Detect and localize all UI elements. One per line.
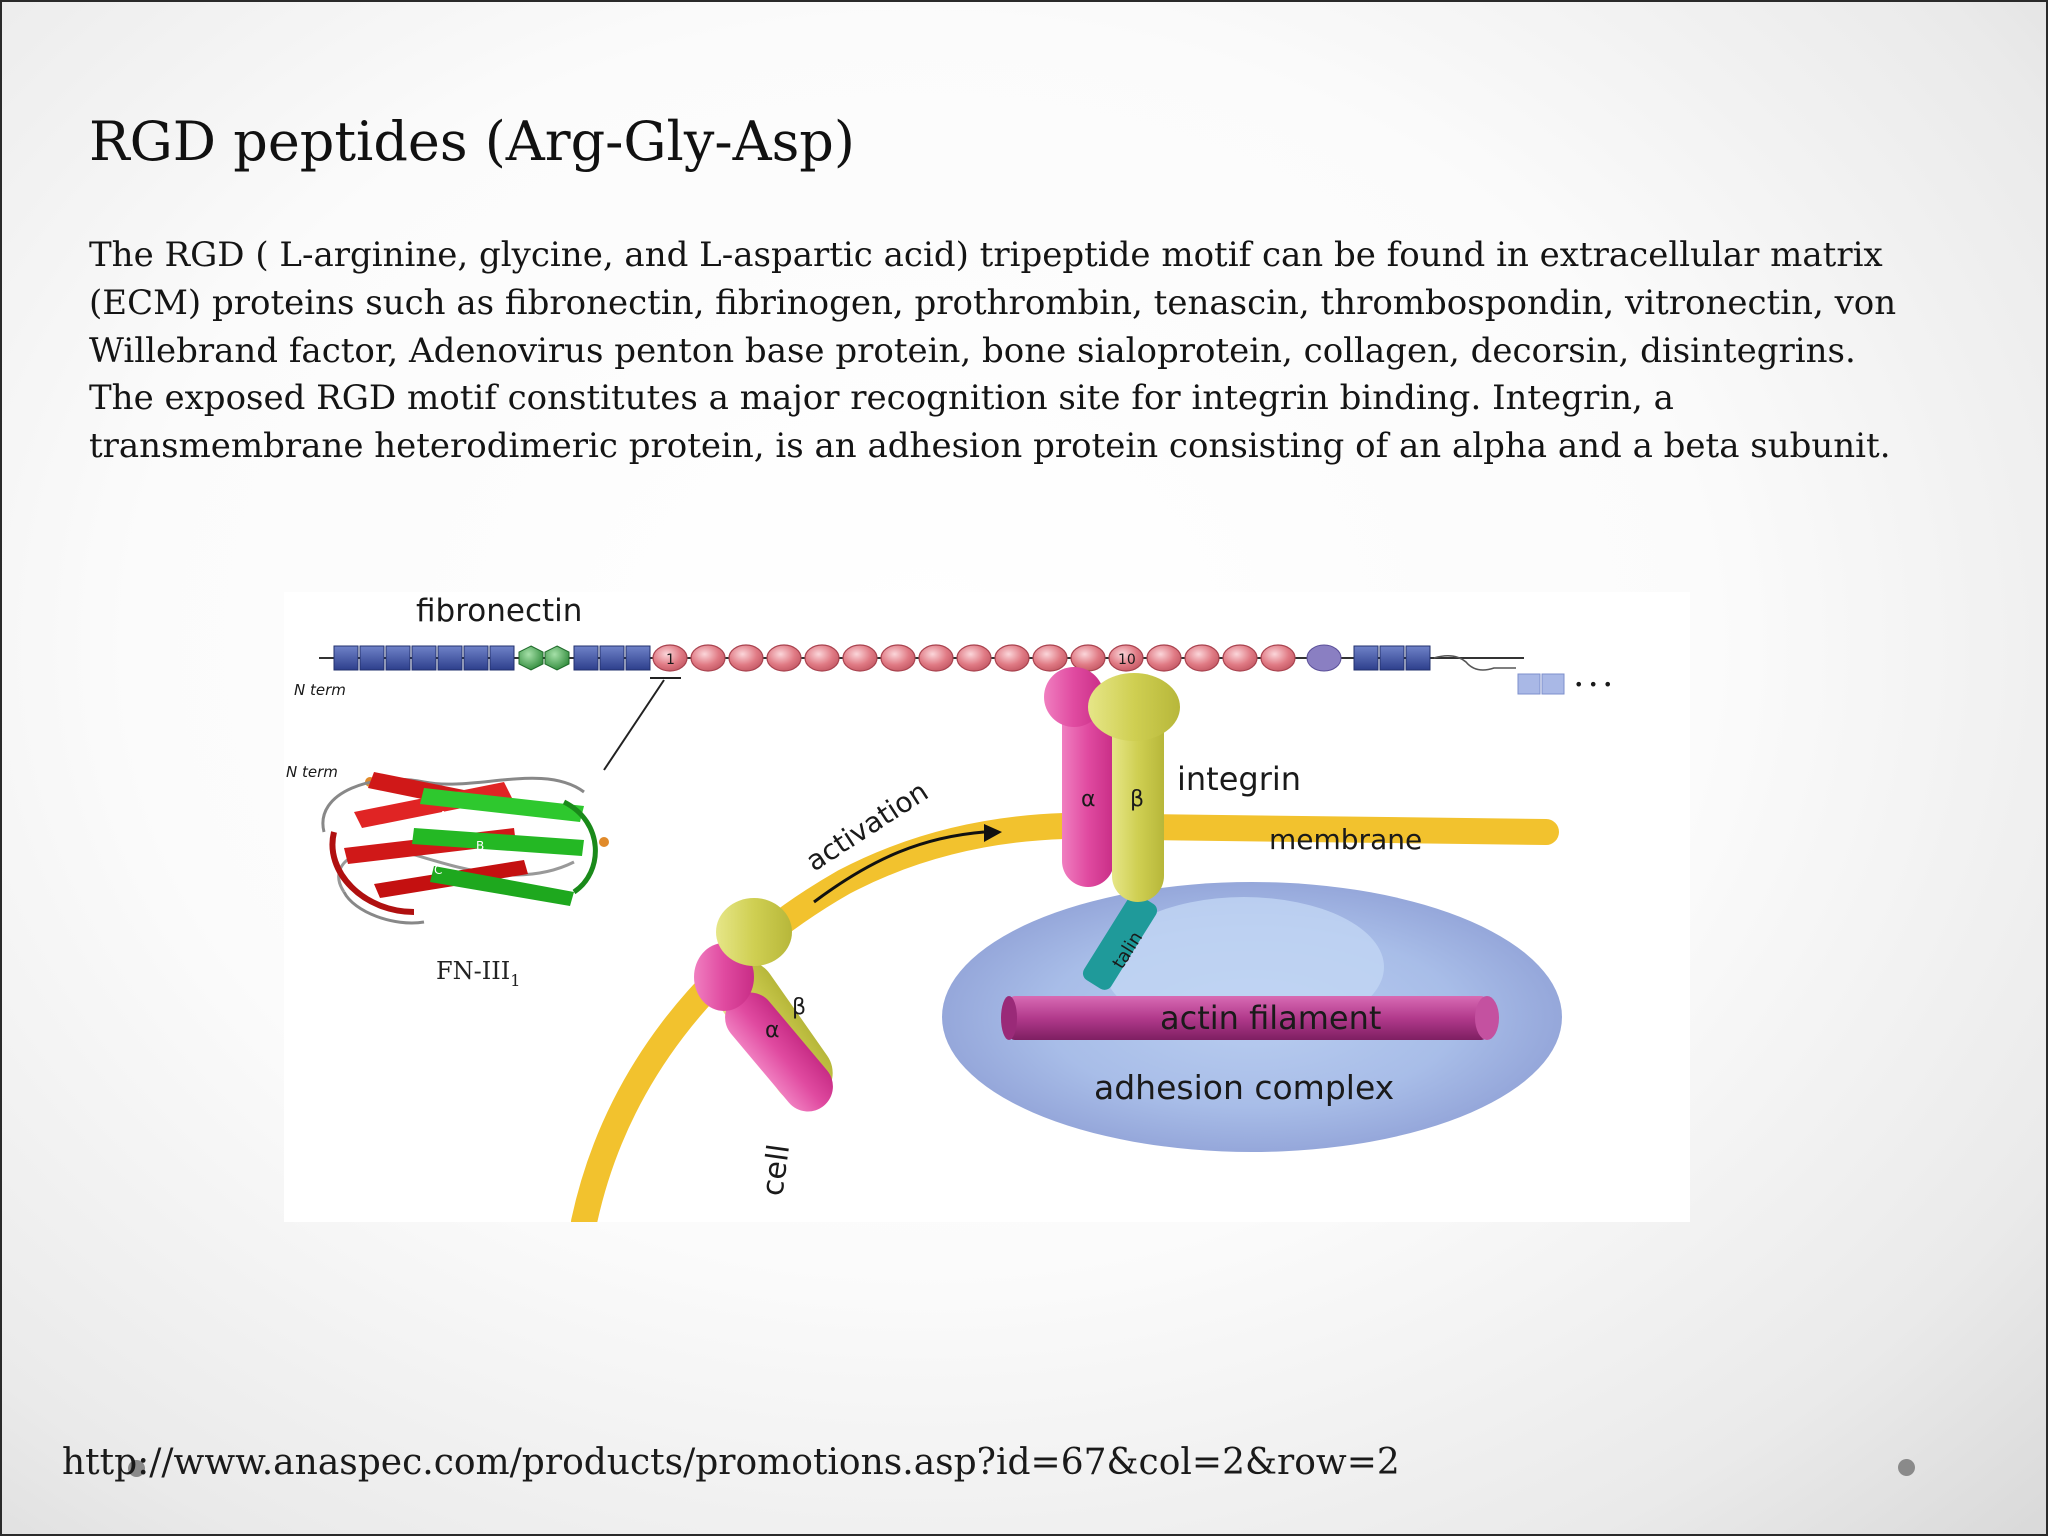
type-ii-modules — [518, 645, 570, 671]
pointer-line — [603, 679, 665, 771]
type-i-modules-c-term — [1353, 645, 1431, 671]
slide-body-text: The RGD ( L-arginine, glycine, and L-asp… — [89, 235, 1897, 467]
svg-text:A: A — [439, 809, 448, 823]
disulfide-link — [1433, 654, 1516, 671]
type-i-modules-n-term — [333, 645, 515, 671]
integrin-binding-diagram: • • • fibronectin N term 1 10 N term — [284, 592, 1690, 1222]
module-1-label: 1 — [666, 652, 675, 668]
actin-filament — [1001, 996, 1499, 1040]
type-i-modules-mid — [573, 645, 651, 671]
partner-module — [1541, 673, 1565, 695]
talin-protein — [1082, 894, 1158, 990]
cell-label: cell — [755, 1142, 797, 1198]
inactive-beta-label: β — [792, 995, 806, 1020]
source-url: http://www.anaspec.com/products/promotio… — [62, 1442, 1400, 1483]
slide-title: RGD peptides (Arg-Gly-Asp) — [89, 110, 855, 173]
variable-module — [1306, 644, 1342, 672]
activation-arrow — [813, 830, 985, 904]
active-integrin: α β — [1044, 667, 1180, 902]
partner-module — [1517, 673, 1541, 695]
fibronectin-label: fibronectin — [416, 593, 582, 629]
membrane-label: membrane — [1269, 823, 1422, 856]
ellipsis: • • • — [1574, 675, 1612, 694]
fn-iii-label: FN-III1 — [436, 957, 520, 990]
active-alpha-label: α — [1081, 787, 1096, 812]
svg-text:C: C — [434, 863, 442, 877]
svg-text:B: B — [476, 839, 484, 853]
module-10-label: 10 — [1118, 652, 1136, 668]
svg-text:D: D — [402, 893, 411, 907]
adhesion-complex-label: adhesion complex — [1094, 1068, 1394, 1107]
n-term-label: N term — [294, 681, 346, 699]
integrin-label: integrin — [1177, 760, 1301, 798]
n-term-label-2: N term — [286, 763, 338, 781]
inactive-alpha-label: α — [765, 1018, 780, 1043]
bullet-marker — [128, 1460, 145, 1477]
actin-label: actin filament — [1160, 999, 1381, 1037]
active-beta-label: β — [1130, 787, 1144, 812]
diagram-canvas: • • • fibronectin N term 1 10 N term — [286, 593, 1612, 1222]
fibronectin-chain: • • • — [319, 644, 1612, 695]
activation-arrowhead — [984, 824, 1002, 842]
type-iii-modules — [652, 644, 1296, 672]
fn-iii-structure-image: N term A B C D — [286, 763, 609, 925]
slide-dot — [1898, 1459, 1915, 1476]
inactive-integrin: α β — [694, 898, 833, 1112]
